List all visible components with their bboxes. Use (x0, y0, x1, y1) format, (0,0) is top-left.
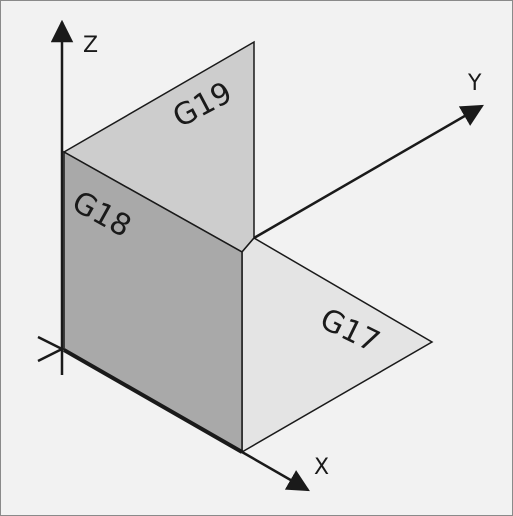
g17-plane (241, 237, 434, 454)
x-axis (241, 450, 310, 492)
y-axis (253, 104, 484, 240)
x-axis-label: X (314, 455, 329, 480)
y-axis-label: Y (467, 71, 482, 96)
z-axis-label: Z (83, 33, 98, 58)
g18-bottom-edge (63, 348, 243, 454)
origin-chevron (37, 335, 65, 363)
